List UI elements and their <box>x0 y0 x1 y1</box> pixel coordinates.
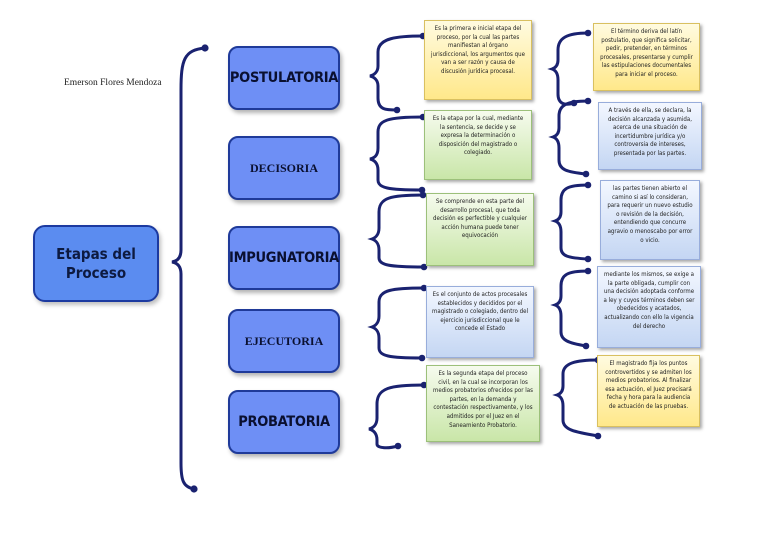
detail-box-impugnatoria: las partes tienen abierto el camino si a… <box>600 180 700 260</box>
description-box-decisoria: Es la etapa por la cual, mediante la sen… <box>424 110 532 180</box>
detail-box-ejecutoria: mediante los mismos, se exige a la parte… <box>597 266 701 348</box>
stage-node-impugnatoria: IMPUGNATORIA <box>228 226 340 290</box>
stage-label: EJECUTORIA <box>244 333 324 348</box>
detail-box-postulatoria: El término deriva del latín postulatio, … <box>593 23 700 91</box>
stage-node-probatoria: PROBATORIA <box>228 390 340 454</box>
detail-box-probatoria: El magistrado fija los puntos controvert… <box>597 355 700 427</box>
stage-label: IMPUGNATORIA <box>229 250 339 266</box>
description-box-ejecutoria: Es el conjunto de actos procesales estab… <box>426 286 534 358</box>
description-box-probatoria: Es la segunda etapa del proceso civil, e… <box>426 365 540 442</box>
stage-node-ejecutoria: EJECUTORIA <box>228 309 340 373</box>
description-box-impugnatoria: Se comprende en esta parte del desarroll… <box>426 193 534 266</box>
stage-label: PROBATORIA <box>238 414 330 430</box>
stage-label: DECISORIA <box>249 160 318 175</box>
description-box-postulatoria: Es la primera e inicial etapa del proces… <box>424 20 532 100</box>
detail-box-decisoria: A través de ella, se declara, la decisió… <box>598 102 702 170</box>
root-node: Etapas del Proceso <box>33 225 159 302</box>
stage-node-postulatoria: POSTULATORIA <box>228 46 340 110</box>
stage-label: POSTULATORIA <box>229 70 339 86</box>
author-name: Emerson Flores Mendoza <box>64 78 162 88</box>
stage-node-decisoria: DECISORIA <box>228 136 340 200</box>
root-label: Etapas del Proceso <box>56 244 136 282</box>
